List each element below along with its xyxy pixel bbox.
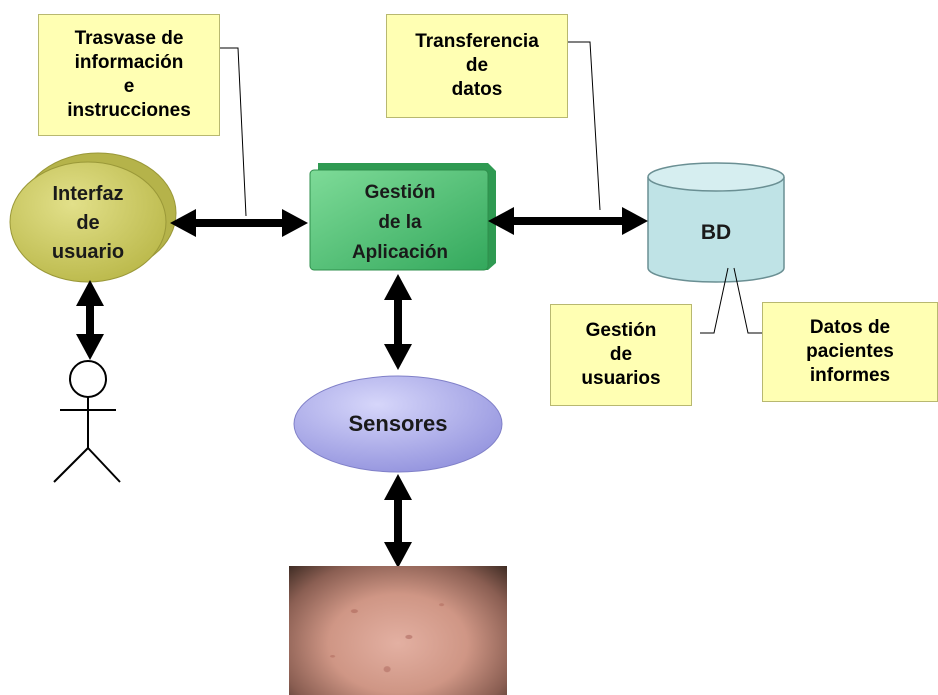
app-node [309, 163, 496, 271]
arrow-app-sensors [384, 274, 412, 370]
callout-user-management: Gestión de usuarios [550, 304, 692, 406]
arrow-sensors-photo [384, 474, 412, 568]
arrow-interface-user [76, 280, 104, 360]
callout-transfer-info: Trasvase de información e instrucciones [38, 14, 220, 136]
database-node [647, 162, 785, 283]
interface-label: Interfaz de usuario [51, 182, 125, 263]
callout-patient-data: Datos de pacientes informes [762, 302, 938, 402]
arrow-app-db [488, 207, 648, 235]
app-label: Gestión de la Aplicación [351, 182, 449, 263]
skin-lesion-photo [289, 566, 507, 695]
sensors-label: Sensores [348, 411, 448, 436]
sensors-node [293, 375, 503, 473]
stick-figure-icon [53, 360, 121, 483]
callout-transfer-data: Transferencia de datos [386, 14, 568, 118]
callout-leaders [220, 41, 762, 334]
arrow-interface-app [170, 209, 308, 237]
interface-node [9, 152, 177, 283]
database-label: BD [700, 221, 732, 244]
